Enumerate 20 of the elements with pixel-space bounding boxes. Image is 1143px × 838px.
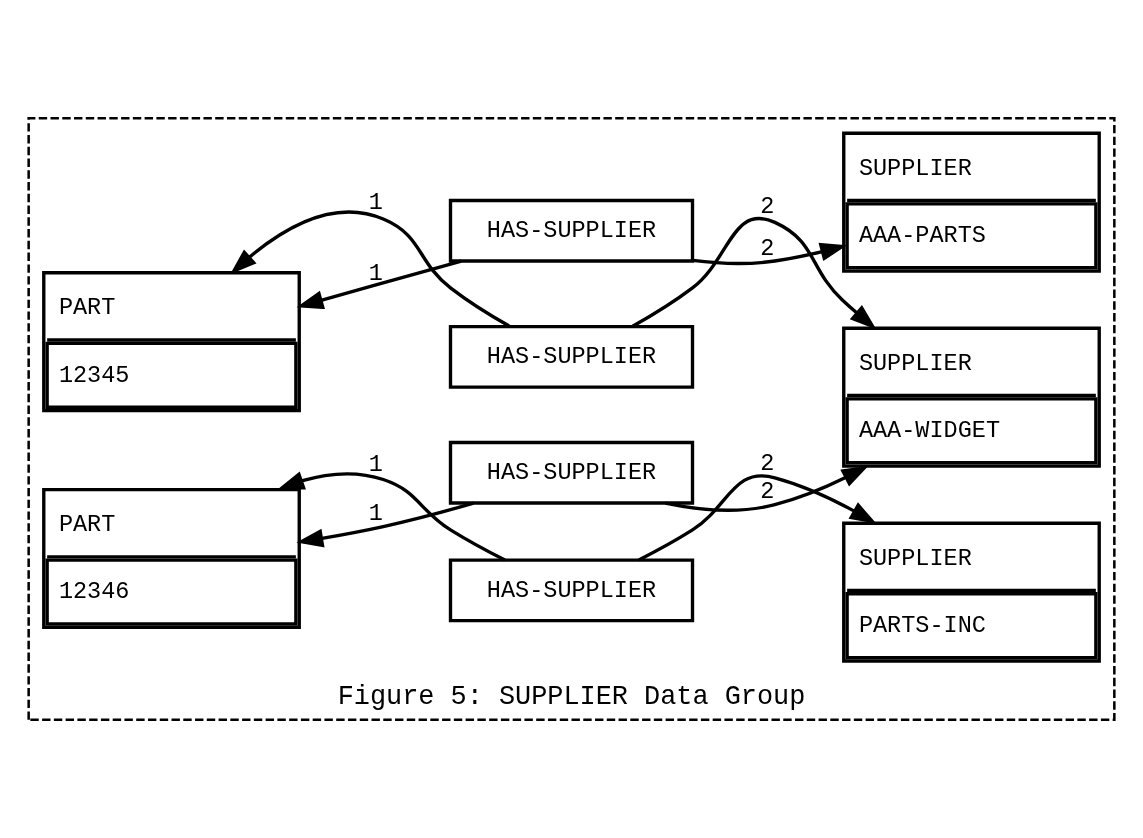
node-box: HAS-SUPPLIER	[448, 440, 695, 505]
arrow	[296, 501, 475, 548]
arrow	[664, 465, 869, 512]
edge-label: 2	[760, 234, 775, 262]
arrow	[638, 474, 877, 562]
edge-label: 1	[368, 451, 383, 479]
arrow	[631, 217, 877, 330]
arrow	[230, 210, 511, 328]
node-box: HAS-SUPPLIER	[448, 198, 695, 263]
edge-label: 2	[760, 449, 775, 477]
edge-label: 2	[760, 478, 775, 506]
arrow	[692, 242, 847, 266]
edge-label: 1	[368, 259, 383, 287]
node-box: HAS-SUPPLIER	[448, 558, 695, 623]
node-box: HAS-SUPPLIER	[448, 324, 695, 389]
edge-label: 1	[368, 189, 383, 217]
arrow	[296, 259, 462, 310]
edge-label: 2	[760, 192, 775, 220]
arrow	[277, 471, 506, 562]
edge-label: 1	[368, 500, 383, 528]
